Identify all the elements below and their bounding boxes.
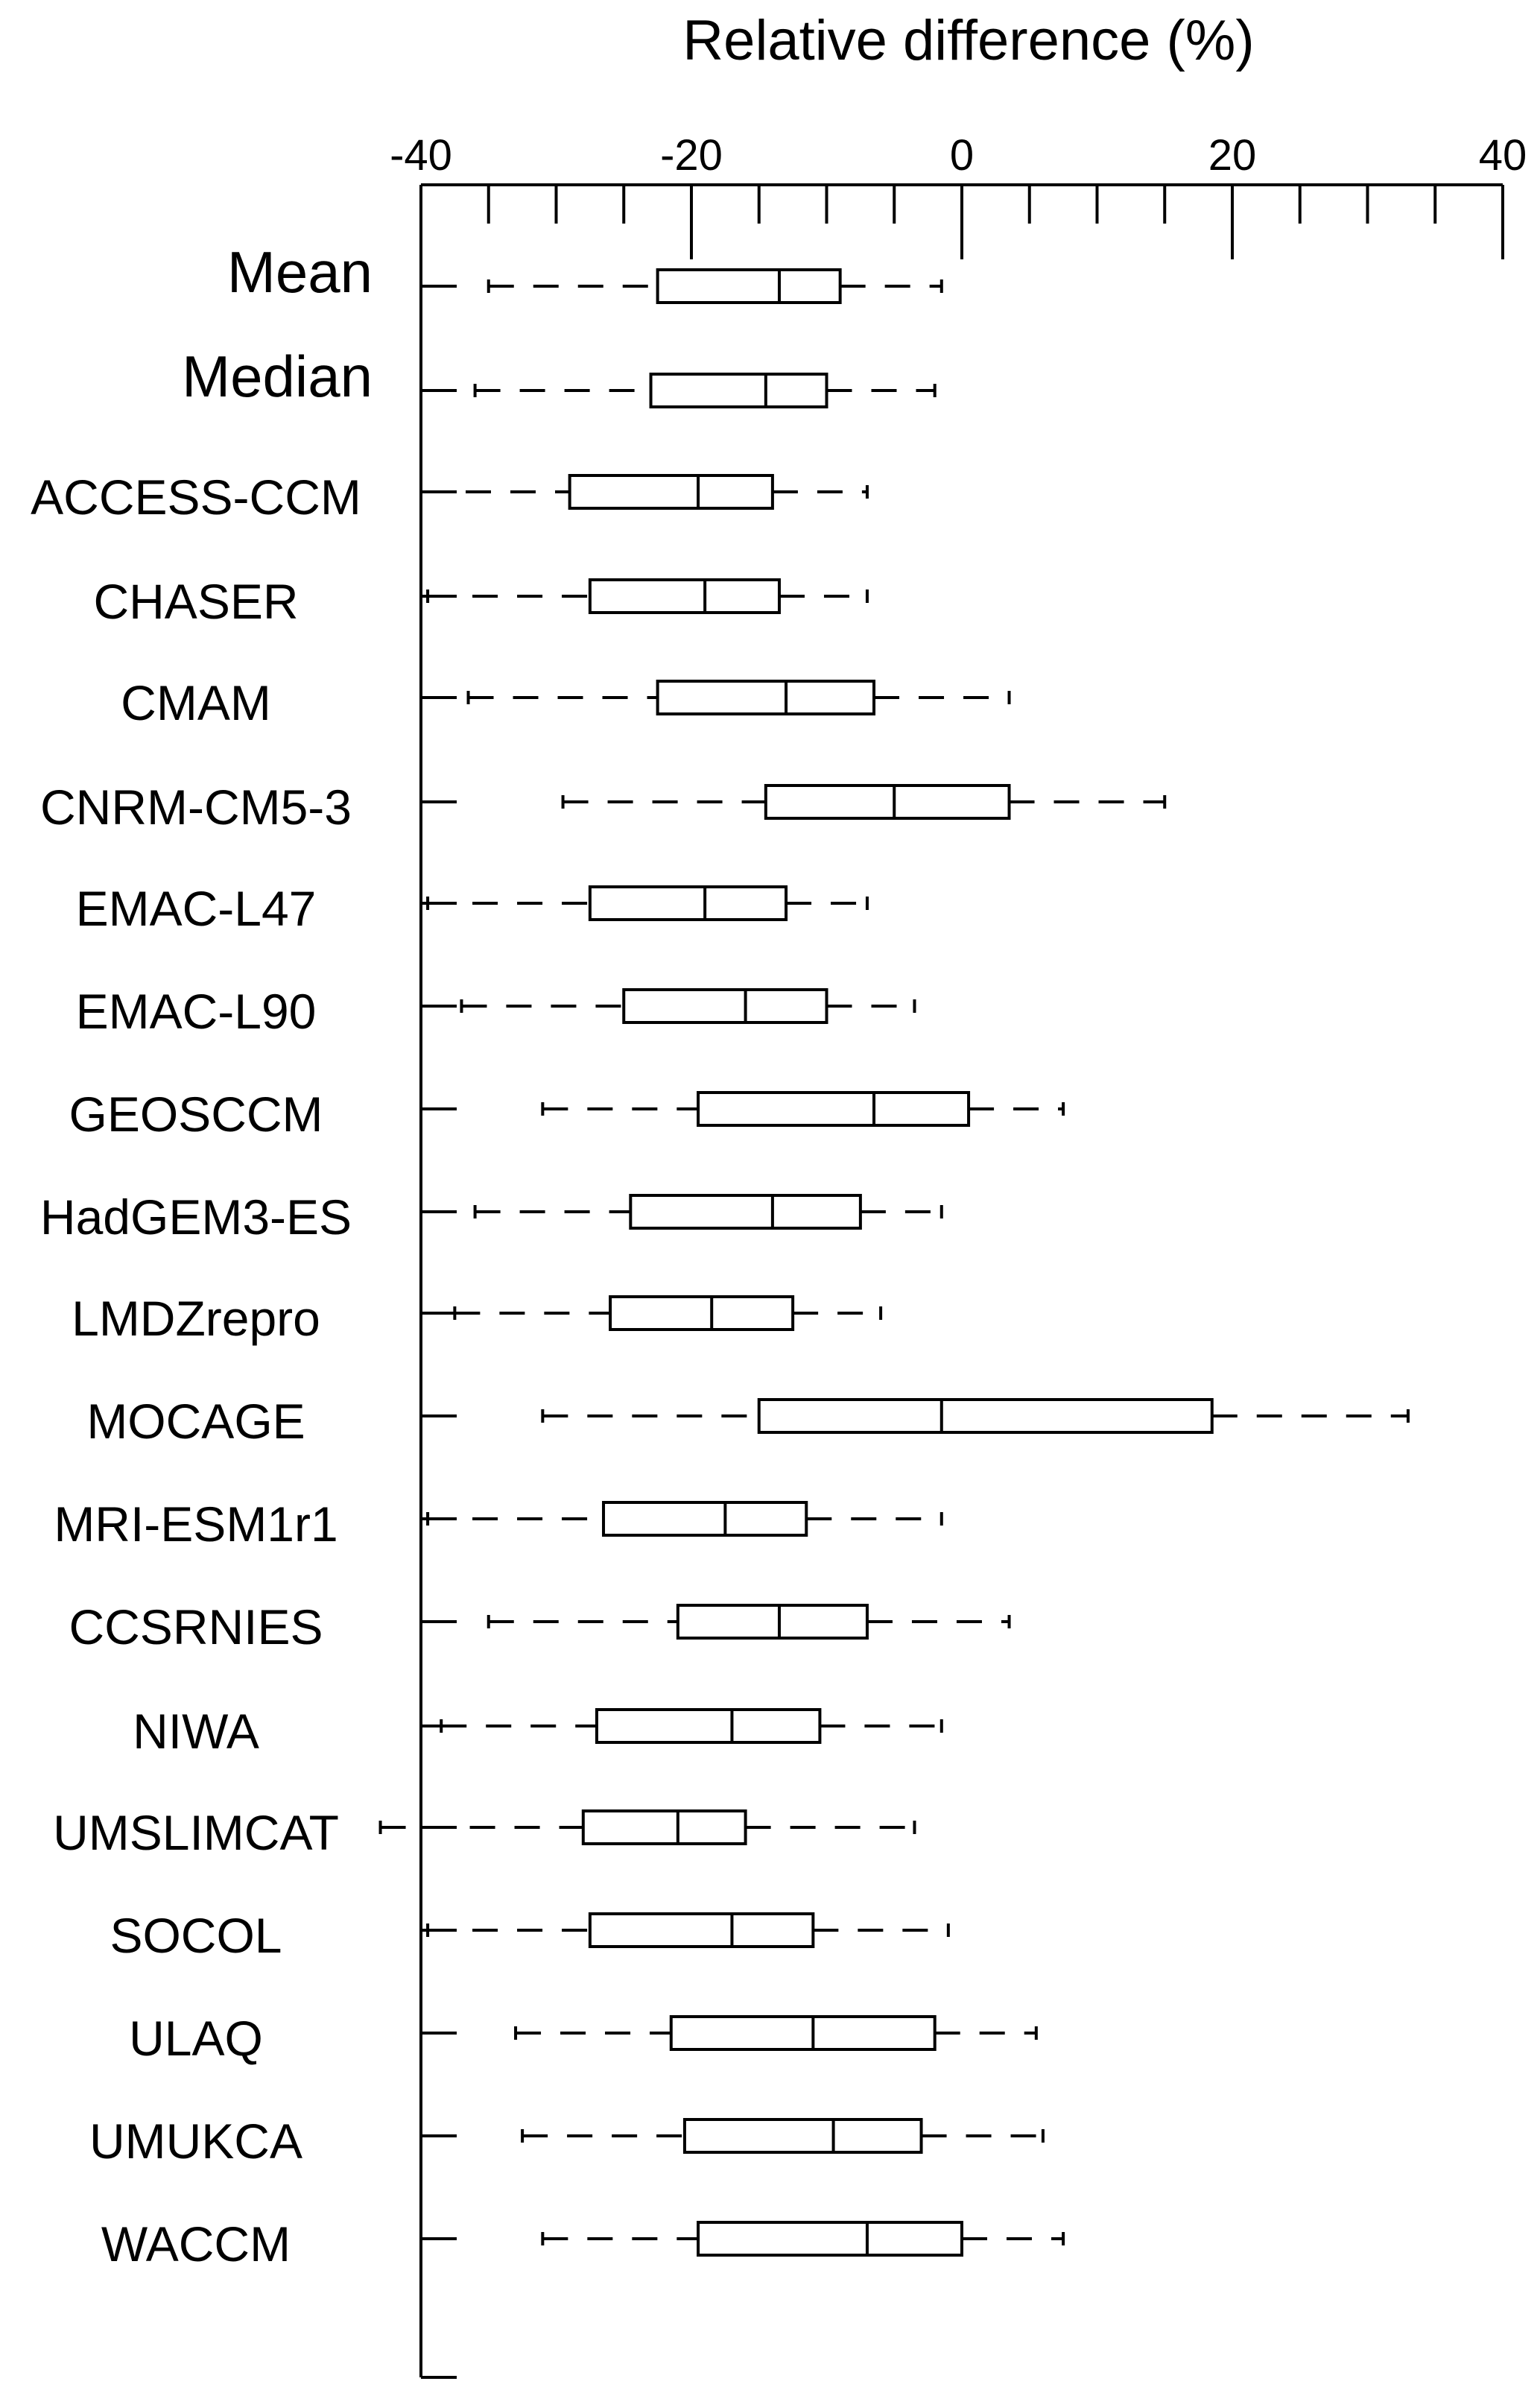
iqr-box — [682, 2118, 923, 2154]
box-umukca — [521, 2118, 1045, 2154]
category-label: NIWA — [133, 1704, 259, 1759]
category-label: CNRM-CM5-3 — [40, 780, 352, 835]
iqr-box — [629, 1194, 862, 1230]
box-chaser — [426, 578, 869, 614]
iqr-box — [581, 1809, 747, 1845]
box-waccm — [541, 2221, 1065, 2257]
x-tick-label: 20 — [1208, 131, 1257, 180]
category-label: UMSLIMCAT — [53, 1805, 339, 1860]
box-umslimcat — [378, 1809, 916, 1845]
category-label: CHASER — [93, 574, 298, 629]
iqr-box — [697, 2221, 963, 2257]
category-label: Median — [182, 344, 373, 409]
iqr-box — [602, 1501, 808, 1537]
category-label: CMAM — [121, 675, 271, 730]
category-label: HadGEM3-ES — [40, 1189, 352, 1245]
category-label: MRI-ESM1r1 — [54, 1496, 338, 1552]
iqr-box — [764, 784, 1011, 820]
box-geosccm — [541, 1091, 1065, 1127]
iqr-box — [669, 2015, 937, 2051]
box-median — [473, 373, 937, 408]
box-mean — [487, 268, 943, 304]
category-label: ACCESS-CCM — [31, 470, 361, 525]
category-label: Mean — [227, 239, 373, 305]
category-label: ULAQ — [129, 2011, 263, 2066]
category-label: EMAC-L90 — [76, 984, 317, 1039]
box-cnrm-cm5-3 — [561, 784, 1167, 820]
iqr-box — [588, 1912, 815, 1948]
x-tick-label: 40 — [1479, 131, 1527, 180]
iqr-box — [649, 373, 828, 408]
iqr-box — [568, 474, 774, 510]
box-ulaq — [514, 2015, 1038, 2051]
box-niwa — [440, 1708, 943, 1744]
box-ccsrnies — [487, 1604, 1011, 1640]
box-hadgem3-es — [473, 1194, 943, 1230]
axes — [419, 183, 1503, 2379]
box-series — [378, 268, 1410, 2257]
category-label: SOCOL — [110, 1908, 282, 1963]
box-emac-l47 — [426, 885, 869, 921]
iqr-box — [588, 885, 788, 921]
x-axis-ticks: -40 -20 0 20 40 — [390, 131, 1527, 259]
iqr-box — [757, 1398, 1214, 1434]
category-label: CCSRNIES — [69, 1599, 323, 1654]
x-axis-title: Relative difference (%) — [682, 9, 1254, 72]
category-label: MOCAGE — [86, 1394, 305, 1449]
x-tick-label: 0 — [950, 131, 974, 180]
iqr-box — [588, 578, 781, 614]
x-tick-label: -20 — [660, 131, 723, 180]
iqr-box — [595, 1708, 822, 1744]
iqr-box — [622, 988, 828, 1024]
iqr-box — [697, 1091, 971, 1127]
box-emac-l90 — [460, 988, 916, 1024]
iqr-box — [609, 1295, 795, 1331]
box-mri-esm1r1 — [426, 1501, 943, 1537]
iqr-box — [656, 680, 876, 715]
iqr-box — [656, 268, 842, 304]
category-label: GEOSCCM — [69, 1087, 323, 1142]
x-tick-label: -40 — [390, 131, 452, 180]
category-label: LMDZrepro — [72, 1291, 320, 1346]
box-lmdzrepro — [453, 1295, 883, 1331]
iqr-box — [676, 1604, 869, 1640]
box-access-ccm — [419, 474, 869, 510]
box-socol — [426, 1912, 950, 1948]
box-mocage — [541, 1398, 1410, 1434]
category-label: WACCM — [101, 2216, 291, 2272]
category-label: EMAC-L47 — [76, 881, 317, 936]
box-cmam — [466, 680, 1011, 715]
category-label: UMUKCA — [89, 2114, 302, 2169]
